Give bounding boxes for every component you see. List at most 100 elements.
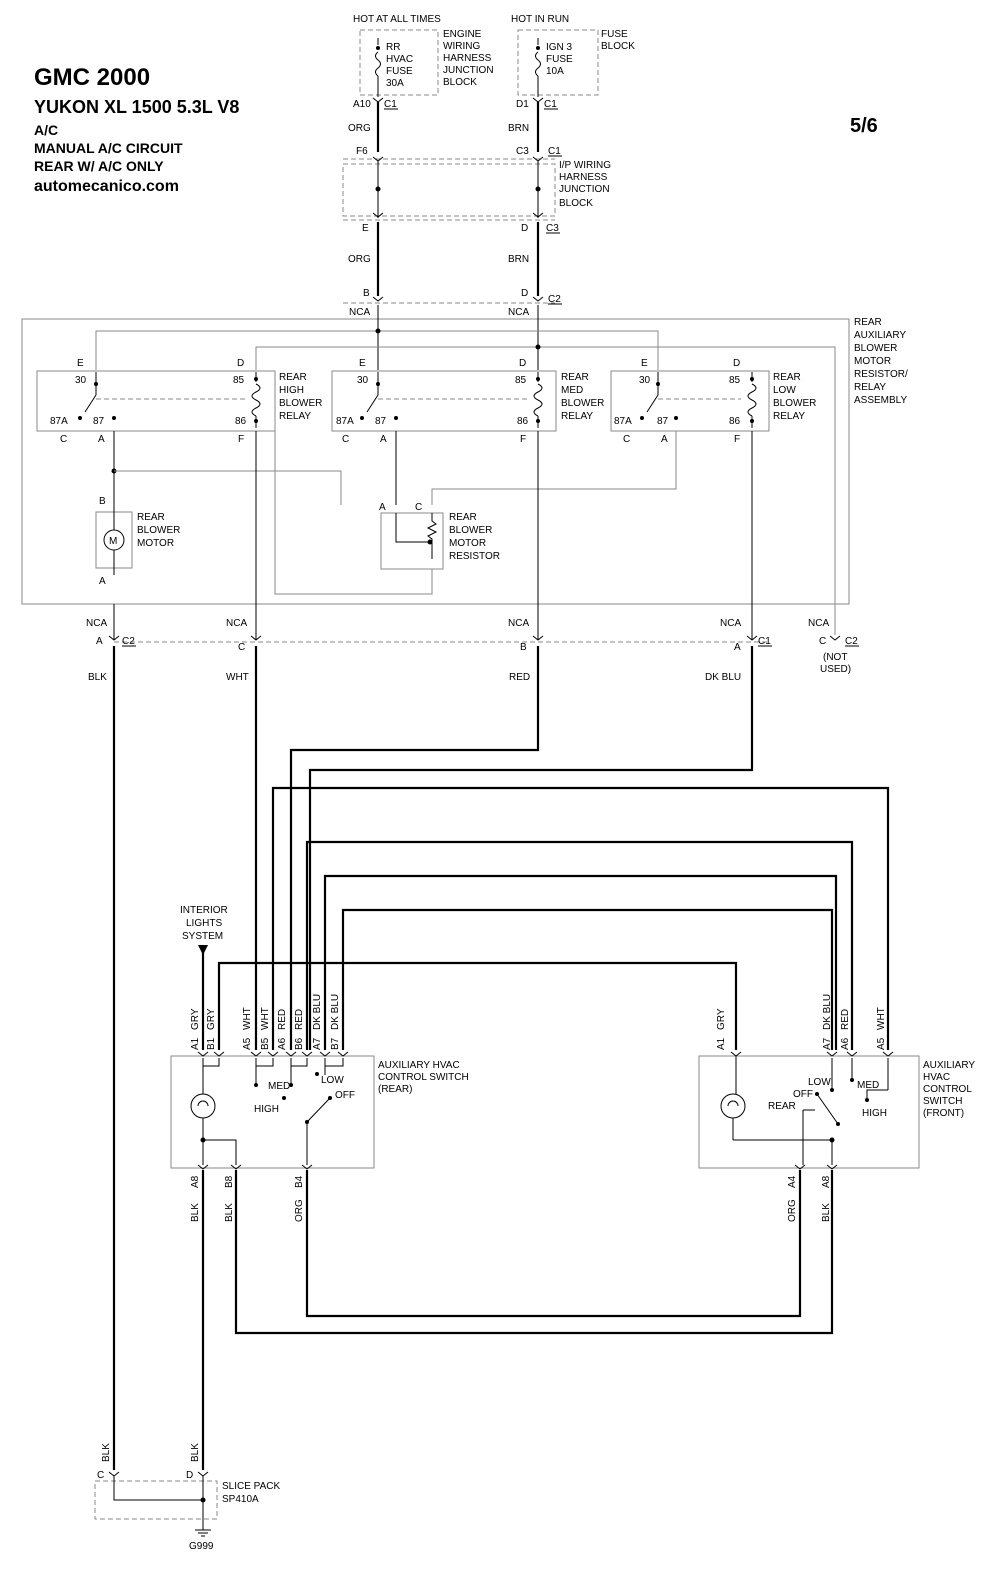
- relay-label-line: REAR: [279, 372, 307, 383]
- contact-dot: [750, 377, 754, 381]
- connector-chevron: [372, 212, 544, 218]
- assembly-label-line: MOTOR: [854, 356, 891, 367]
- relay-pin-86: 86: [729, 416, 741, 427]
- contact-dot: [865, 1098, 869, 1102]
- pin-label: A7: [312, 1037, 323, 1050]
- relay-label-line: RELAY: [773, 411, 805, 422]
- relay-switch-arm: [366, 394, 379, 413]
- relay-switch-arm: [646, 394, 659, 413]
- splice-dot: [375, 328, 381, 334]
- contact-dot: [830, 1088, 834, 1092]
- fuse-block-line: FUSE: [601, 29, 628, 40]
- motor-label-line: MOTOR: [137, 538, 174, 549]
- wiper-dot: [427, 539, 433, 545]
- pin-e: E: [359, 358, 366, 369]
- wire-color-label: WHT: [260, 1007, 271, 1030]
- ip-block-line: HARNESS: [559, 172, 608, 183]
- wire-color-label: GRY: [716, 1008, 727, 1030]
- contact-dot: [282, 1096, 286, 1100]
- pin-label: A5: [876, 1037, 887, 1050]
- wire-color-label: WHT: [876, 1007, 887, 1030]
- pin-c: C: [60, 434, 67, 445]
- pin-a: A: [380, 434, 387, 445]
- ip-block-line: BLOCK: [559, 198, 593, 209]
- relay-coil-icon: [533, 383, 543, 417]
- wire-color-brn: BRN: [508, 254, 529, 265]
- pin-label: B1: [206, 1037, 217, 1050]
- nca-label: NCA: [508, 307, 529, 318]
- top-fuse-section: HOT AT ALL TIMES HOT IN RUN RR HVAC FUSE…: [348, 14, 635, 152]
- pin-a: A: [98, 434, 105, 445]
- connector-c2: C2: [845, 636, 858, 647]
- resistor-label-line: RESISTOR: [449, 551, 500, 562]
- relay-outline: [610, 370, 770, 432]
- lamp-filament: [197, 1100, 209, 1107]
- contact-dot: [394, 416, 398, 420]
- rear-low-blower-relay: 30 85 87A 87 86 REAR LOW BLOWER RELAY: [610, 370, 816, 432]
- relay-pin-87: 87: [375, 416, 387, 427]
- front-switch-label-line: AUXILIARY: [923, 1060, 975, 1071]
- fuse-terminal-dot: [376, 46, 380, 50]
- relay-pin-87a: 87A: [614, 416, 632, 427]
- pin-label: A8: [190, 1175, 201, 1188]
- rr-hvac-fuse-icon: [375, 51, 381, 77]
- pin-label: B6: [294, 1037, 305, 1050]
- contact-dot: [289, 1083, 293, 1087]
- switch-position-low: LOW: [808, 1077, 831, 1088]
- contact-dot: [656, 382, 660, 386]
- motor-label-line: REAR: [137, 512, 165, 523]
- resistor-icon: [426, 513, 438, 559]
- connector-c3: C3: [546, 223, 559, 234]
- nca-label: NCA: [808, 618, 829, 629]
- lower-connector-row: NCA NCA NCA NCA NCA A C2 C B A C1 C C2 (…: [86, 431, 859, 683]
- relay-label-line: HIGH: [279, 385, 304, 396]
- interior-lights-line: INTERIOR: [180, 905, 228, 916]
- relay-pin-30: 30: [357, 375, 369, 386]
- fuse-block-outline: [517, 29, 599, 96]
- wire-color-blk: BLK: [190, 1443, 201, 1462]
- option-label: REAR W/ A/C ONLY: [34, 158, 164, 174]
- relay-label-line: RELAY: [279, 411, 311, 422]
- pin-f: F: [520, 434, 526, 445]
- page-number: 5/6: [850, 115, 878, 137]
- harness-wires: INTERIOR LIGHTS SYSTEM: [112, 646, 890, 1470]
- ip-block-line: I/P WIRING: [559, 160, 611, 171]
- resistor-label-line: MOTOR: [449, 538, 486, 549]
- contact-dot: [254, 419, 258, 423]
- contact-dot: [376, 382, 380, 386]
- relay-label-line: BLOWER: [561, 398, 604, 409]
- relay-pin-86: 86: [517, 416, 529, 427]
- relay-pin-87: 87: [93, 416, 105, 427]
- nca-label: NCA: [86, 618, 107, 629]
- rear-switch-label-line: AUXILIARY HVAC: [378, 1060, 460, 1071]
- assembly-outline: [21, 318, 850, 605]
- pin-a: A: [661, 434, 668, 445]
- splice-label-line: SP410A: [222, 1494, 259, 1505]
- resistor-label-line: BLOWER: [449, 525, 492, 536]
- nca-label: NCA: [226, 618, 247, 629]
- connector-chevron: [108, 635, 841, 641]
- pin-e: E: [641, 358, 648, 369]
- splice-pack-outline: [94, 1480, 218, 1520]
- contact-dot: [112, 416, 116, 420]
- connector-chevron: [372, 296, 544, 302]
- pin-f: F: [734, 434, 740, 445]
- wire-color-blk: BLK: [88, 672, 107, 683]
- splice-label-line: SLICE PACK: [222, 1481, 280, 1492]
- connector-chevron: [730, 1051, 894, 1057]
- resistor-outline: [380, 512, 444, 570]
- contact-dot: [836, 1122, 840, 1126]
- relay-pin-85: 85: [729, 375, 741, 386]
- indicator-lamp-icon: [720, 1093, 746, 1119]
- contact-dot: [640, 416, 644, 420]
- relay-label-line: REAR: [773, 372, 801, 383]
- engine-block-line: HARNESS: [443, 53, 492, 64]
- nca-label: NCA: [508, 618, 529, 629]
- relay-outline: [36, 370, 276, 432]
- wire-color-label: RED: [294, 1009, 305, 1030]
- relay-pin-87a: 87A: [336, 416, 354, 427]
- wire-color-label: WHT: [242, 1007, 253, 1030]
- assembly-label-line: RESISTOR/: [854, 369, 908, 380]
- assembly-label-line: AUXILIARY: [854, 330, 906, 341]
- contact-dot: [850, 1078, 854, 1082]
